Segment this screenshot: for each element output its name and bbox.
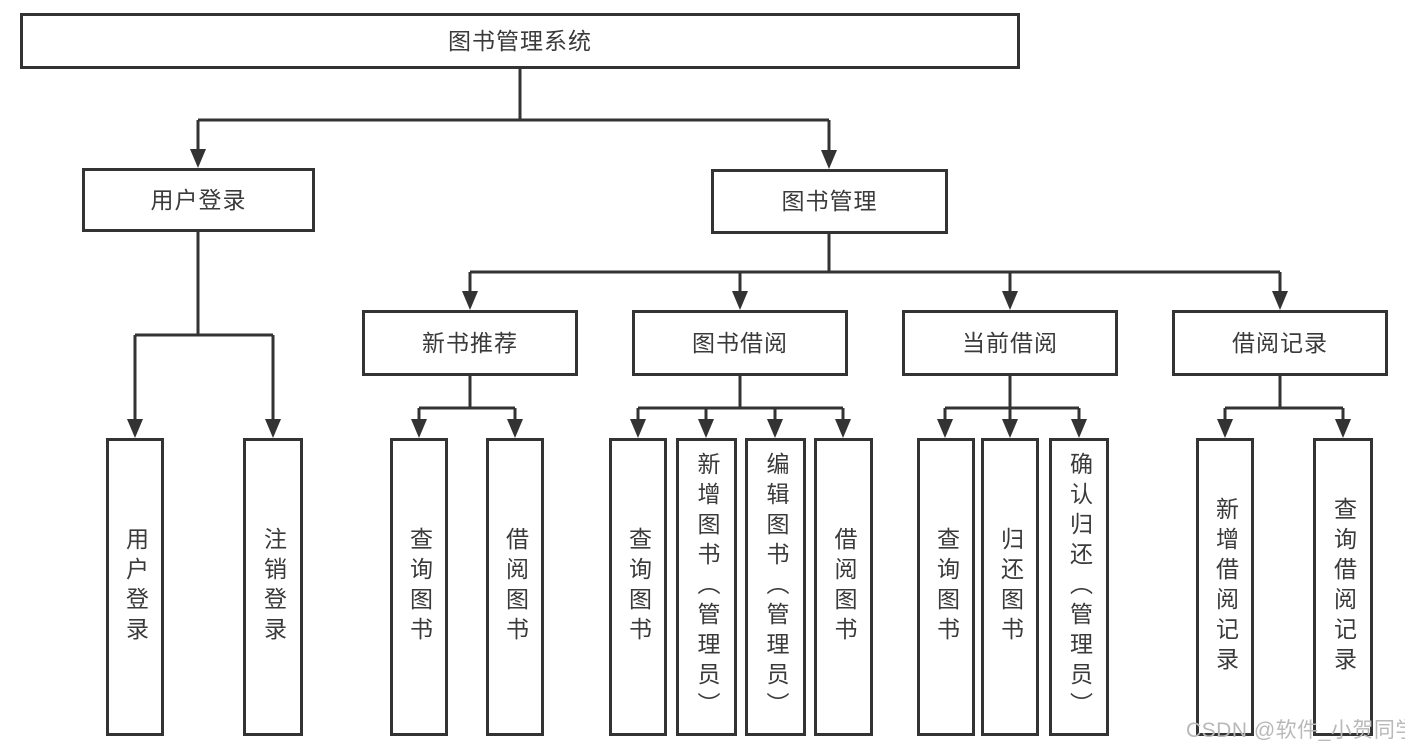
arrowhead bbox=[835, 419, 851, 438]
node-new-book-recommendation: 新书推荐 bbox=[362, 310, 578, 376]
node-book-management: 图书管理 bbox=[711, 169, 948, 234]
arrowhead bbox=[265, 419, 281, 438]
node-user-login: 用户登录 bbox=[82, 168, 315, 232]
node-book-borrowing: 图书借阅 bbox=[632, 310, 848, 376]
leaf-bb-edit-books-admin: 编辑图书（管理员） bbox=[745, 438, 806, 736]
node-borrowing-records: 借阅记录 bbox=[1172, 310, 1388, 376]
arrowhead bbox=[462, 291, 478, 310]
arrowhead bbox=[698, 419, 714, 438]
arrowhead bbox=[190, 149, 206, 168]
arrowhead bbox=[507, 419, 523, 438]
leaf-br-add-borrow-record: 新增借阅记录 bbox=[1196, 438, 1254, 736]
arrowhead bbox=[411, 419, 427, 438]
connector-new-book-rec-children bbox=[417, 376, 517, 420]
arrowhead bbox=[767, 419, 783, 438]
leaf-user-login: 用户登录 bbox=[106, 438, 164, 736]
leaf-nbr-query-books: 查询图书 bbox=[390, 438, 448, 736]
arrowhead bbox=[1002, 291, 1018, 310]
node-current-borrowing: 当前借阅 bbox=[902, 310, 1118, 376]
arrowhead bbox=[732, 291, 748, 310]
arrowhead bbox=[127, 419, 143, 438]
leaf-bb-query-books: 查询图书 bbox=[609, 438, 667, 736]
connector-book-borrow-children bbox=[636, 376, 845, 420]
arrowhead bbox=[1272, 291, 1288, 310]
leaf-bb-borrow-books: 借阅图书 bbox=[814, 438, 873, 736]
connector-current-borrow-children bbox=[943, 376, 1081, 420]
node-library-management-system: 图书管理系统 bbox=[20, 13, 1020, 69]
arrowhead bbox=[1002, 419, 1018, 438]
arrowhead bbox=[630, 419, 646, 438]
connector-root-to-level2 bbox=[196, 69, 831, 151]
arrowhead bbox=[937, 419, 953, 438]
leaf-bb-add-books-admin: 新增图书（管理员） bbox=[676, 438, 737, 736]
arrowhead bbox=[821, 150, 837, 169]
leaf-cb-query-books: 查询图书 bbox=[917, 438, 975, 736]
connector-book-mgmt-children bbox=[468, 234, 1282, 292]
leaf-nbr-borrow-books: 借阅图书 bbox=[486, 438, 544, 736]
leaf-cb-return-books: 归还图书 bbox=[981, 438, 1039, 736]
arrowhead bbox=[1217, 419, 1233, 438]
connector-borrow-record-children bbox=[1223, 376, 1345, 420]
leaf-logout: 注销登录 bbox=[243, 438, 303, 736]
leaf-br-query-borrow-record: 查询借阅记录 bbox=[1313, 438, 1373, 736]
connector-user-login-children bbox=[133, 232, 275, 420]
arrowhead bbox=[1335, 419, 1351, 438]
arrowhead bbox=[1071, 419, 1087, 438]
leaf-cb-confirm-return-admin: 确认归还（管理员） bbox=[1049, 438, 1109, 736]
csdn-watermark: CSDN @软件_小贺同学 bbox=[1186, 719, 1405, 742]
